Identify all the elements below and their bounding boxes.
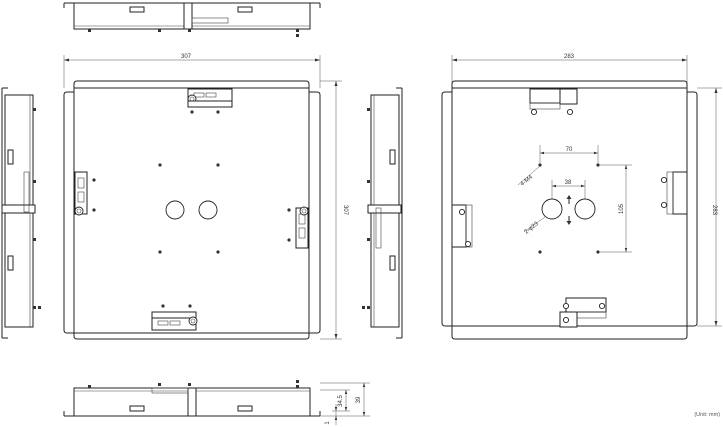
left-side-view (1, 87, 41, 339)
top-side-view (63, 2, 321, 37)
front-height-label: 307 (342, 205, 348, 216)
hole-spacing-x-label: 70 (566, 147, 573, 153)
hole-spacing-y-label: 105 (619, 203, 625, 214)
bottom-side-view: 39 34.5 1 (63, 380, 370, 425)
depth-total-label: 39 (356, 396, 362, 403)
hole-spacing-small-label: 38 (565, 180, 572, 186)
unit-note: (Unit: mm) (694, 412, 720, 418)
plate-thickness-label: 1 (325, 421, 331, 425)
right-side-view (362, 87, 403, 339)
depth-body-label: 34.5 (338, 395, 344, 407)
hole-label: 2-φ23 (524, 221, 541, 236)
back-width-label: 283 (564, 54, 575, 60)
back-view: 283 283 (441, 54, 722, 340)
back-height-label: 283 (711, 205, 717, 216)
screw-label: 4-M4 (520, 174, 535, 188)
front-width-label: 307 (181, 54, 192, 60)
front-view: 307 307 (63, 54, 348, 340)
